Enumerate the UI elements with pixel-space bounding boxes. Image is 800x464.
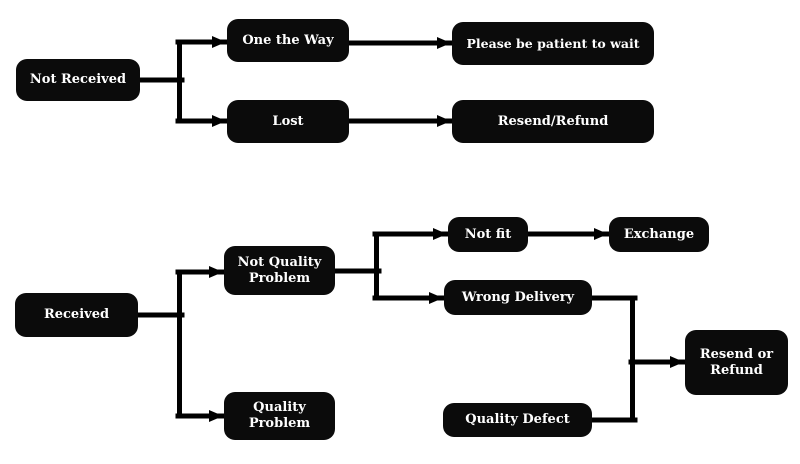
- node-received: Received: [15, 293, 138, 337]
- node-quality-problem: Quality Problem: [224, 392, 335, 440]
- node-not-fit: Not fit: [448, 217, 528, 252]
- node-not-received: Not Received: [16, 59, 140, 101]
- node-one-the-way: One the Way: [227, 19, 349, 62]
- node-not-quality-problem: Not Quality Problem: [224, 246, 335, 295]
- node-resend-or-refund: Resend or Refund: [685, 330, 788, 395]
- node-quality-defect: Quality Defect: [443, 403, 592, 437]
- node-lost: Lost: [227, 100, 349, 143]
- node-resend-refund: Resend/Refund: [452, 100, 654, 143]
- node-exchange: Exchange: [609, 217, 709, 252]
- node-please-wait: Please be patient to wait: [452, 22, 654, 65]
- node-wrong-delivery: Wrong Delivery: [444, 280, 592, 315]
